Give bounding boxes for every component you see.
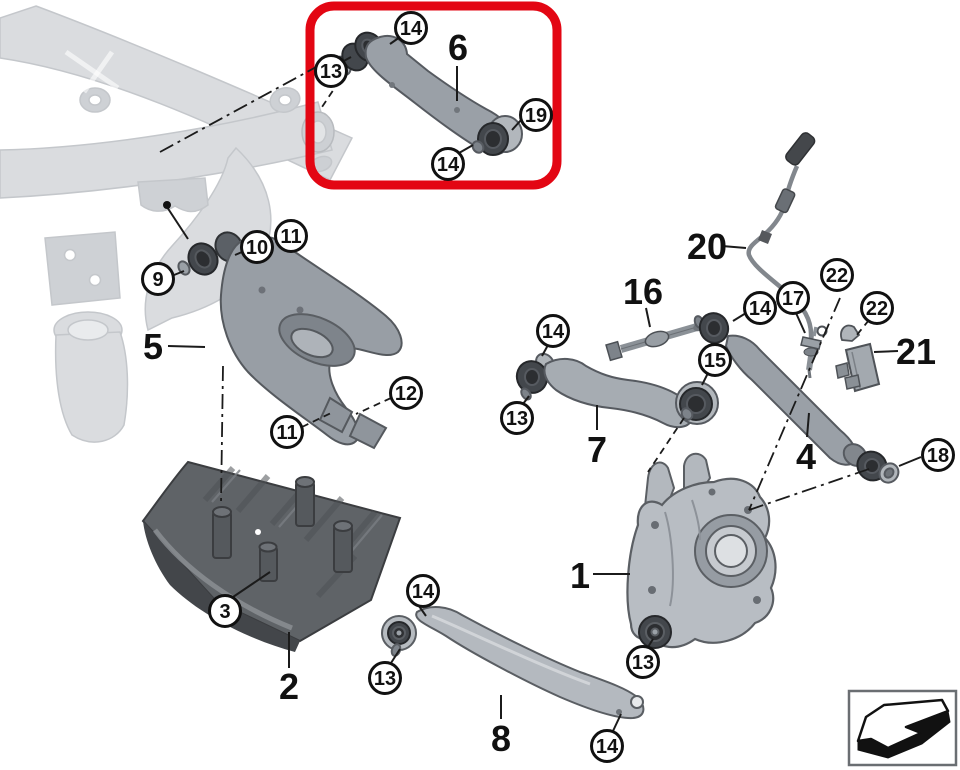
svg-text:13: 13 [506,408,528,430]
callout-14[interactable]: 14 [590,729,624,763]
part-label-4[interactable]: 4 [796,436,816,477]
callout-leader [301,412,332,428]
part21-bracket [835,324,881,393]
part-label-6[interactable]: 6 [448,27,468,68]
svg-text:3: 3 [219,601,230,623]
callout-14[interactable]: 14 [394,11,428,45]
alignment-line [647,417,685,473]
alignment-line [319,70,347,111]
part-label-leader [721,245,747,249]
callout-14[interactable]: 14 [431,147,465,181]
callout-19[interactable]: 19 [519,98,553,132]
callout-14[interactable]: 14 [743,291,777,325]
part-label-16[interactable]: 16 [623,271,663,312]
part6-upper-control-arm [332,31,523,156]
alignment-line [220,365,224,505]
part-label-21[interactable]: 21 [896,331,936,372]
svg-text:15: 15 [704,350,726,372]
callout-22[interactable]: 22 [820,258,854,292]
svg-text:13: 13 [374,668,396,690]
callout-3[interactable]: 3 [208,594,242,628]
part-label-leader [806,412,810,438]
callout-leader [898,456,922,467]
svg-text:22: 22 [826,265,848,287]
part-label-5[interactable]: 5 [143,326,163,367]
part5-control-arm [177,231,403,450]
callout-leader [855,319,870,337]
callout-13[interactable]: 13 [314,54,348,88]
callout-13[interactable]: 13 [368,661,402,695]
part-label-1[interactable]: 1 [570,555,590,596]
callout-17[interactable]: 17 [776,281,810,315]
callout-14[interactable]: 14 [406,574,440,608]
skid-plate-posts [212,476,353,582]
svg-text:11: 11 [276,422,297,444]
part-label-leader [167,345,206,348]
svg-text:14: 14 [749,298,772,320]
callout-leader [232,571,271,598]
alignment-line [166,206,189,240]
part-label-7[interactable]: 7 [587,429,607,470]
callout-22[interactable]: 22 [860,291,894,325]
svg-text:13: 13 [320,61,342,83]
callout-10[interactable]: 10 [240,230,274,264]
part17-eccentric-bolt [800,325,828,379]
svg-text:17: 17 [782,288,804,310]
callout-leader [234,251,243,256]
alignment-line [748,297,841,511]
callout-leader [612,713,622,732]
alignment-line [159,65,319,153]
part-label-8[interactable]: 8 [491,718,511,759]
callout-leader [173,270,185,276]
callout-leader [390,648,401,664]
callout-14[interactable]: 14 [536,314,570,348]
callout-leader [458,144,474,154]
alignment-line [748,467,873,511]
part-label-leader [873,350,899,353]
callout-13[interactable]: 13 [626,645,660,679]
callout-leader [795,312,806,334]
callout-9[interactable]: 9 [141,262,175,296]
callout-leader [647,638,654,648]
svg-text:14: 14 [412,581,435,603]
part-label-leader [645,307,651,328]
svg-text:9: 9 [152,269,163,291]
part-label-2[interactable]: 2 [279,666,299,707]
part8-trailing-arm [381,606,645,720]
callout-11[interactable]: 11 [270,415,304,449]
callout-leader [732,312,747,322]
svg-text:22: 22 [866,298,888,320]
callout-18[interactable]: 18 [921,438,955,472]
part4-toe-arm [693,312,900,484]
svg-text:14: 14 [596,736,619,758]
callout-12[interactable]: 12 [389,376,423,410]
svg-text:14: 14 [400,18,423,40]
callout-11[interactable]: 11 [274,219,308,253]
svg-text:11: 11 [280,226,301,248]
part20-abs-sensor-cable [746,132,816,341]
svg-text:13: 13 [632,652,654,674]
callout-leader [355,397,392,415]
svg-text:10: 10 [246,237,268,259]
direction-arrow-icon [847,689,958,767]
callout-15[interactable]: 15 [698,343,732,377]
svg-text:14: 14 [437,154,460,176]
svg-text:18: 18 [927,445,949,467]
svg-text:19: 19 [525,105,547,127]
svg-text:14: 14 [542,321,565,343]
part-label-20[interactable]: 20 [687,226,727,267]
part16-bolt [605,322,705,362]
alignment-dot [163,201,171,209]
callout-13[interactable]: 13 [500,401,534,435]
highlight-box [305,1,562,190]
part7-control-arm [515,352,719,429]
svg-text:12: 12 [395,383,417,405]
part1-wheel-knuckle [626,452,777,649]
part2-skid-plate [141,460,402,652]
callout-leader [511,119,522,131]
